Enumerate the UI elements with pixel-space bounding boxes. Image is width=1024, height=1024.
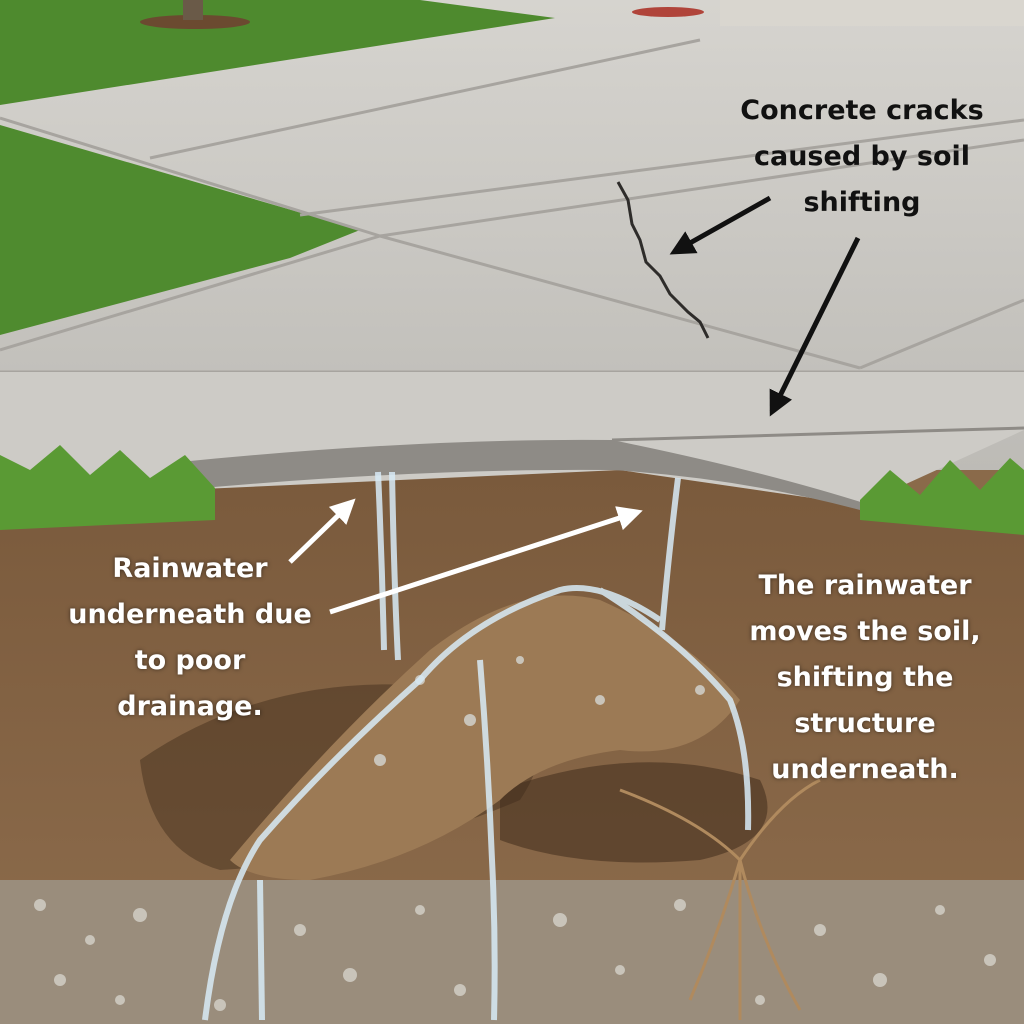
soil-cavity-right: [500, 762, 768, 863]
label-rainwater: Rainwater underneath due to poor drainag…: [40, 546, 340, 730]
slab-crack-line: [611, 426, 1024, 442]
label-line: moves the soil,: [749, 616, 981, 647]
grass-middle: [0, 125, 360, 335]
grass-tuft-left: [0, 445, 215, 530]
label-line: underneath.: [771, 754, 959, 785]
label-line: shifting: [803, 187, 921, 218]
label-line: Rainwater: [112, 553, 268, 584]
label-line: drainage.: [117, 691, 263, 722]
tree-mulch: [140, 15, 250, 29]
grass-tuft-right: [860, 458, 1024, 535]
label-line: caused by soil: [753, 141, 970, 172]
mulch-bed: [632, 7, 704, 17]
arrow-to-water-right: [329, 506, 643, 615]
label-line: structure: [794, 708, 936, 739]
water-streams: [202, 471, 752, 1021]
surface-crack: [616, 181, 710, 339]
arrow-to-slab: [769, 236, 861, 417]
garage-door-edge: [720, 0, 1024, 26]
label-concrete-cracks: Concrete cracks caused by soil shifting: [712, 88, 1012, 226]
slab-edge-left: [180, 439, 612, 490]
tree-trunk: [183, 0, 203, 20]
arrow-to-water-left: [288, 498, 356, 564]
gravel-layer: [0, 880, 1024, 1024]
grass-top: [0, 0, 555, 105]
label-line: Concrete cracks: [740, 95, 984, 126]
label-line: to poor: [134, 645, 246, 676]
label-soil-shift: The rainwater moves the soil, shifting t…: [720, 563, 1010, 793]
label-line: shifting the: [776, 662, 954, 693]
gravel-stones: [34, 656, 996, 1011]
label-line: underneath due: [68, 599, 312, 630]
arrow-to-crack: [669, 195, 772, 255]
slab-edge-right: [612, 440, 870, 510]
tree-roots: [619, 778, 821, 1020]
label-line: The rainwater: [758, 570, 972, 601]
